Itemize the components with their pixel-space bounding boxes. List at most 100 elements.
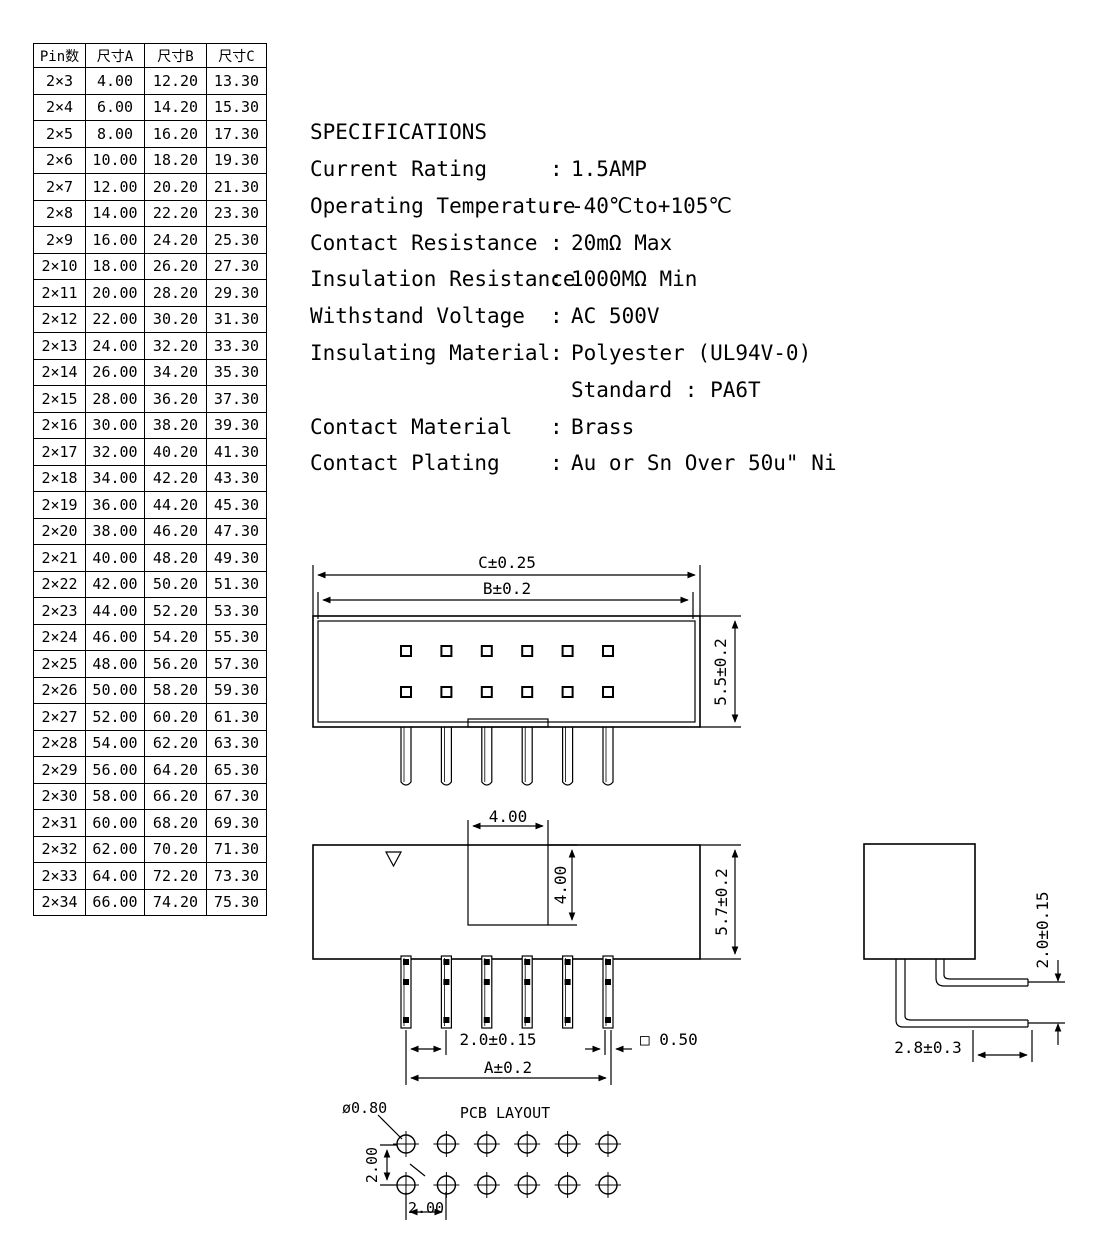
size-b-cell: 22.20 [144,199,207,227]
front-pin-mark [443,959,450,965]
spec-row: Standard : PA6T [310,378,761,415]
spec-label: Insulation Resistance [310,267,576,292]
size-c-cell: 55.30 [206,623,267,651]
pin1-marker-icon [384,851,403,868]
size-c-cell: 21.30 [206,173,267,201]
front-pin-mark [483,979,490,985]
dim-height-top-label: 5.5±0.2 [711,638,730,705]
top-view-housing [312,615,701,728]
size-c-cell: 75.30 [206,888,267,916]
spec-value: 1000MΩ Min [571,267,698,292]
pad-square [480,686,493,698]
size-a-cell: 12.00 [85,173,145,201]
pin-lead [481,727,493,786]
pcb-pitch-vertical-label: 2.00 [363,1147,381,1183]
spec-colon: : [550,193,563,218]
size-c-cell: 13.30 [206,67,267,95]
front-pin [400,955,412,1029]
pin-count-cell: 2×29 [33,756,86,784]
spec-label: Contact Plating [310,451,500,476]
pin-count-cell: 2×33 [33,862,86,890]
size-a-cell: 56.00 [85,756,145,784]
dim-side-pitch-label: 2.0±0.15 [1033,891,1052,968]
size-c-cell: 37.30 [206,385,267,413]
pin-count-cell: 2×18 [33,464,86,492]
spec-colon: : [550,157,563,181]
size-a-cell: 62.00 [85,835,145,863]
size-c-cell: 33.30 [206,332,267,360]
size-a-cell: 14.00 [85,199,145,227]
size-a-cell: 66.00 [85,888,145,916]
pin-count-cell: 2×17 [33,438,86,466]
size-c-cell: 63.30 [206,729,267,757]
spec-label: Operating Temperature [310,193,576,218]
front-view-housing [312,844,701,960]
size-a-cell: 64.00 [85,862,145,890]
size-c-cell: 19.30 [206,146,267,174]
dim-slot-width-label: 4.00 [489,807,528,826]
front-pin-mark [564,979,571,985]
header-size-a: 尺寸A [85,43,145,68]
header-pin-count: Pin数 [33,43,86,68]
pin-count-cell: 2×34 [33,888,86,916]
dim-c-label: C±0.25 [478,553,536,572]
pin-count-cell: 2×6 [33,146,86,174]
pin-lead [602,727,614,786]
spec-colon: : [550,304,563,329]
dim-slot-height-label: 4.00 [551,866,570,905]
top-view-pins [400,727,614,786]
front-pin [521,955,533,1029]
size-c-cell: 61.30 [206,703,267,731]
header-size-c: 尺寸C [206,43,267,68]
dim-height-side-label: 5.7±0.2 [712,868,731,935]
pin-count-cell: 2×8 [33,199,86,227]
size-c-cell: 35.30 [206,358,267,386]
size-b-cell: 16.20 [144,120,207,148]
front-pin-mark [564,959,571,965]
size-a-cell: 54.00 [85,729,145,757]
size-c-cell: 73.30 [206,862,267,890]
size-c-cell: 65.30 [206,756,267,784]
front-pin-mark [483,959,490,965]
size-b-cell: 38.20 [144,411,207,439]
front-view-pins [400,955,614,1029]
spec-row: Insulation Resistance:1000MΩ Min [310,267,697,304]
pin-count-cell: 2×7 [33,173,86,201]
size-b-cell: 42.20 [144,464,207,492]
spec-value: 20mΩ Max [571,230,673,255]
pin-count-cell: 2×20 [33,517,86,545]
front-pin-mark [524,959,531,965]
spec-colon: : [550,451,563,476]
size-a-cell: 20.00 [85,279,145,307]
size-a-cell: 24.00 [85,332,145,360]
pin-count-cell: 2×28 [33,729,86,757]
front-pin [440,955,452,1029]
spec-label: Current Rating [310,157,488,181]
size-b-cell: 36.20 [144,385,207,413]
size-a-cell: 44.00 [85,597,145,625]
size-a-cell: 50.00 [85,676,145,704]
size-c-cell: 57.30 [206,650,267,678]
front-pin-mark [605,979,611,985]
spec-colon: : [550,340,563,365]
size-c-cell: 41.30 [206,438,267,466]
spec-value: AC 500V [571,304,660,329]
size-c-cell: 71.30 [206,835,267,863]
pad-square [400,645,412,657]
spec-value: -40℃to+105℃ [571,193,732,218]
front-pin-mark [443,979,450,985]
front-pin-mark [524,1017,531,1023]
pcb-holes [393,1131,621,1198]
